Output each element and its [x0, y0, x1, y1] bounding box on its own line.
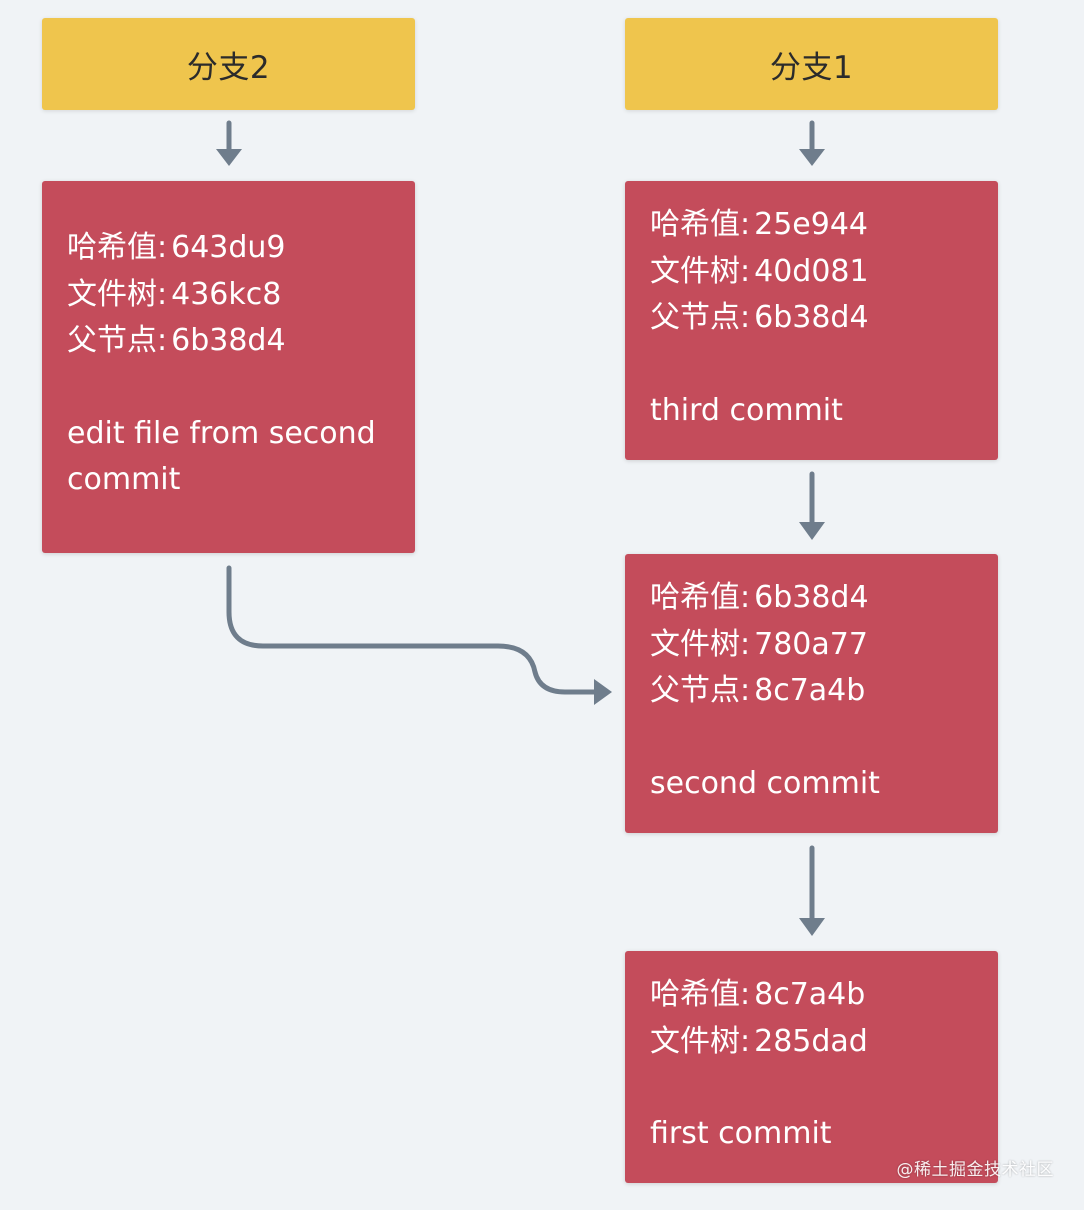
- commit-message: second commit: [650, 765, 880, 801]
- hash-row: 哈希值:6b38d4: [650, 575, 998, 622]
- parent-value: 6b38d4: [171, 323, 286, 358]
- commit-first: 哈希值:8c7a4b 文件树:285dad first commit: [625, 951, 998, 1183]
- arrow-second-to-first-commit: [799, 845, 825, 936]
- branch1-text: 分支1: [769, 49, 854, 86]
- tree-label: 文件树:: [67, 276, 168, 312]
- tree-row: 文件树:436kc8: [67, 272, 415, 319]
- commit-third: 哈希值:25e944 文件树:40d081 父节点:6b38d4 third c…: [625, 181, 998, 460]
- tree-row: 文件树:40d081: [650, 249, 998, 296]
- tree-value: 40d081: [754, 253, 869, 289]
- commit-second: 哈希值:6b38d4 文件树:780a77 父节点:8c7a4b second …: [625, 554, 998, 833]
- hash-row: 哈希值:8c7a4b: [650, 972, 998, 1019]
- branch2-text: 分支2: [186, 49, 271, 86]
- parent-row: 父节点:8c7a4b: [650, 668, 998, 715]
- branch1-label: 分支1: [625, 18, 998, 110]
- watermark: @稀土掘金技术社区: [896, 1160, 1054, 1180]
- parent-value: 6b38d4: [754, 300, 869, 335]
- hash-label: 哈希值:: [650, 580, 751, 615]
- hash-label: 哈希值:: [650, 207, 751, 242]
- hash-label: 哈希值:: [650, 977, 751, 1012]
- arrow-branch1-to-third-commit: [799, 120, 825, 166]
- hash-value: 6b38d4: [754, 580, 869, 615]
- hash-row: 哈希值:643du9: [67, 225, 415, 272]
- commit-branch2-edit: 哈希值:643du9 文件树:436kc8 父节点:6b38d4 edit fi…: [42, 181, 415, 553]
- arrow-third-to-second-commit: [799, 471, 825, 540]
- parent-label: 父节点:: [650, 300, 751, 335]
- tree-label: 文件树:: [650, 1023, 751, 1059]
- arrow-branch2-commit-to-second-commit: [226, 565, 612, 705]
- hash-label: 哈希值:: [67, 230, 168, 265]
- commit-message: first commit: [650, 1116, 832, 1151]
- tree-label: 文件树:: [650, 626, 751, 662]
- tree-value: 285dad: [754, 1023, 868, 1059]
- hash-value: 25e944: [754, 207, 869, 242]
- parent-value: 8c7a4b: [754, 673, 866, 708]
- parent-label: 父节点:: [650, 673, 751, 708]
- tree-row: 文件树:285dad: [650, 1019, 998, 1066]
- tree-value: 436kc8: [171, 276, 282, 312]
- arrow-branch2-to-commit: [216, 120, 242, 166]
- commit-message: third commit: [650, 392, 843, 428]
- tree-value: 780a77: [754, 626, 868, 662]
- commit-message: edit file from second commit: [67, 415, 376, 497]
- hash-value: 643du9: [171, 230, 286, 265]
- hash-value: 8c7a4b: [754, 977, 866, 1012]
- tree-row: 文件树:780a77: [650, 622, 998, 669]
- parent-row: 父节点:6b38d4: [650, 295, 998, 342]
- parent-label: 父节点:: [67, 323, 168, 358]
- hash-row: 哈希值:25e944: [650, 202, 998, 249]
- branch2-label: 分支2: [42, 18, 415, 110]
- tree-label: 文件树:: [650, 253, 751, 289]
- parent-row: 父节点:6b38d4: [67, 318, 415, 365]
